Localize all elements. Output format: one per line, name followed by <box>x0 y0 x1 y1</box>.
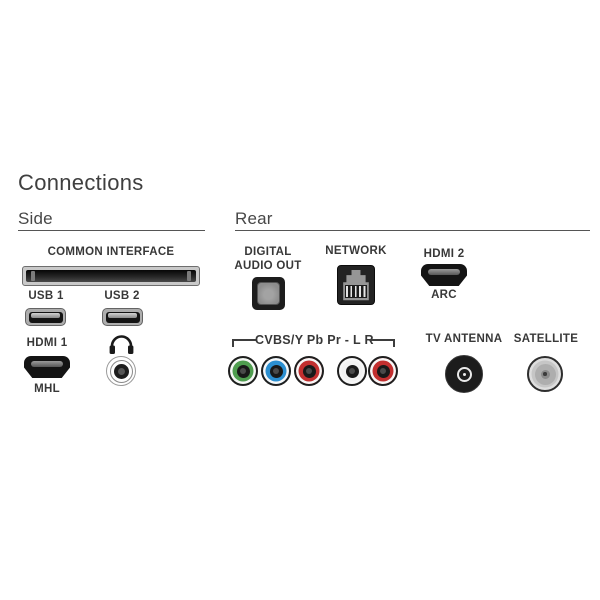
hdmi1-label: HDMI 1 <box>26 337 68 349</box>
hdmi1-port-slot <box>31 360 63 367</box>
common-interface-slot <box>22 266 200 286</box>
satellite-label: SATELLITE <box>513 333 579 345</box>
slot-notch-left <box>31 270 35 282</box>
audio-left-rca-white <box>337 356 367 386</box>
side-section-rule <box>18 230 205 231</box>
page-title: Connections <box>18 170 144 195</box>
component-y-rca-green <box>228 356 258 386</box>
tv-antenna-port-pin <box>462 372 466 376</box>
component-pr-rca-red <box>294 356 324 386</box>
network-port <box>337 265 375 305</box>
satellite-port-disc <box>534 363 556 385</box>
usb1-port <box>25 308 66 326</box>
headphone-jack-ring <box>109 359 133 383</box>
usb2-label: USB 2 <box>104 290 140 302</box>
component-pb-rca-blue <box>261 356 291 386</box>
headphones-icon <box>109 335 134 354</box>
hdmi1-port <box>24 356 70 378</box>
cvbs-bracket-left <box>232 339 257 347</box>
rca-pinhole <box>306 368 312 374</box>
tv-antenna-port-ring <box>456 366 472 382</box>
rear-section-rule <box>235 230 590 231</box>
usb2-port-tongue <box>108 313 137 318</box>
network-port-pins <box>345 285 367 298</box>
hdmi2-sublabel: ARC <box>431 289 457 301</box>
digital-audio-out-port <box>252 277 285 310</box>
tv-antenna-label: TV ANTENNA <box>425 333 503 345</box>
satellite-port-center <box>540 369 550 379</box>
digital-audio-out-port-window <box>257 282 280 305</box>
cvbs-bracket-right <box>370 339 395 347</box>
satellite-port <box>527 356 563 392</box>
headphone-jack-hole <box>113 363 129 379</box>
headphone-jack-pin <box>117 367 125 375</box>
rca-hole <box>302 364 316 378</box>
rca-pinhole <box>380 368 386 374</box>
hdmi1-sublabel: MHL <box>34 383 60 395</box>
rca-hole <box>236 364 250 378</box>
side-section-heading: Side <box>18 209 53 228</box>
rca-hole <box>269 364 283 378</box>
network-label: NETWORK <box>325 245 387 257</box>
digital-audio-out-label-line1: DIGITAL <box>244 246 292 258</box>
hdmi2-label: HDMI 2 <box>423 248 465 260</box>
headphone-jack-port <box>106 356 136 386</box>
rca-hole <box>345 364 359 378</box>
hdmi2-port-slot <box>428 268 460 275</box>
usb2-port <box>102 308 143 326</box>
rca-pinhole <box>240 368 246 374</box>
digital-audio-out-label-line2: AUDIO OUT <box>234 260 302 272</box>
cvbs-label: CVBS/Y Pb Pr - L R <box>255 333 374 347</box>
audio-right-rca-red <box>368 356 398 386</box>
tv-antenna-port <box>445 355 483 393</box>
rca-pinhole <box>273 368 279 374</box>
satellite-port-pin <box>543 372 547 376</box>
hdmi2-port <box>421 264 467 286</box>
usb1-label: USB 1 <box>28 290 64 302</box>
common-interface-label: COMMON INTERFACE <box>47 246 175 258</box>
usb1-port-tongue <box>31 313 60 318</box>
rca-pinhole <box>349 368 355 374</box>
slot-notch-right <box>187 270 191 282</box>
common-interface-slot-opening <box>26 270 196 282</box>
rca-hole <box>376 364 390 378</box>
rear-section-heading: Rear <box>235 209 273 228</box>
